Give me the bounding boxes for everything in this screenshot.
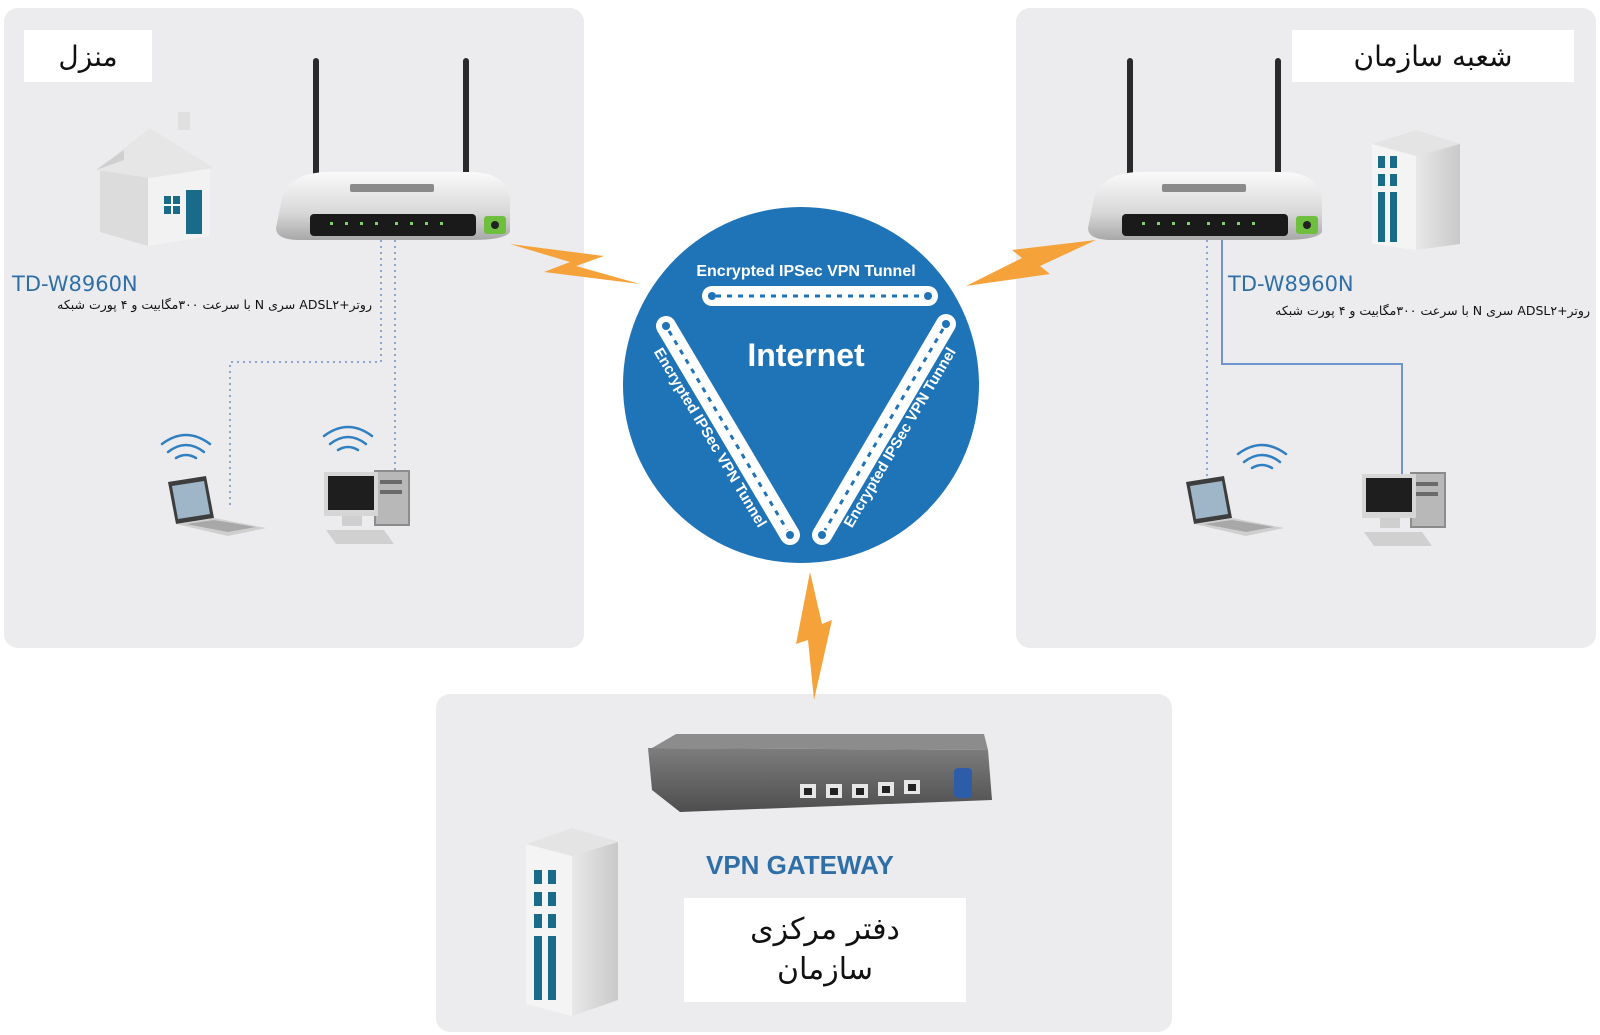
home-router-description: روتر+ADSL۲ سری N با سرعت ۳۰۰مگابیت و ۴ پ… [57,297,372,312]
lightning-home-icon [510,244,640,284]
lightning-hq-icon [796,572,832,700]
hq-title-line1: دفتر مرکزی [750,912,900,947]
home-desktop-wifi-icon [322,425,374,452]
home-title-box: منزل [24,30,152,82]
hq-title-line2: سازمان [776,952,873,987]
branch-desktop-icon [1362,472,1446,546]
branch-wired-cable [1221,240,1403,480]
branch-router-description: روتر+ADSL۲ سری N با سرعت ۳۰۰مگابیت و ۴ پ… [1275,303,1590,318]
branch-building-icon [1372,130,1460,250]
hq-title-box: دفتر مرکزی سازمان [684,898,966,1002]
internet-label: Internet [747,337,865,373]
home-panel [4,8,584,648]
lightning-branch-icon [966,240,1096,286]
hq-building-icon [526,828,618,1016]
branch-router-model: TD-W8960N [1228,272,1354,296]
branch-title: شعبه سازمان [1353,39,1513,73]
home-title: منزل [58,39,118,73]
branch-laptop-icon [1186,476,1284,536]
home-laptop-wifi-icon [160,433,212,460]
home-desktop-icon [324,470,410,544]
internet-cloud: Internet Encrypted IPSec VPN Tunnel Encr… [623,207,979,563]
tunnel-top-label: Encrypted IPSec VPN Tunnel [696,263,915,280]
vpn-gateway-device-icon [648,734,992,812]
home-router-icon [276,58,510,240]
house-icon [96,112,214,246]
home-cables [229,240,396,506]
home-router-model: TD-W8960N [12,272,138,296]
home-laptop-icon [168,476,266,536]
vpn-gateway-label: VPN GATEWAY [706,850,894,880]
branch-router-icon [1088,58,1322,240]
branch-laptop-wifi-icon [1236,443,1288,470]
branch-panel [1016,8,1596,648]
branch-title-box: شعبه سازمان [1292,30,1574,82]
